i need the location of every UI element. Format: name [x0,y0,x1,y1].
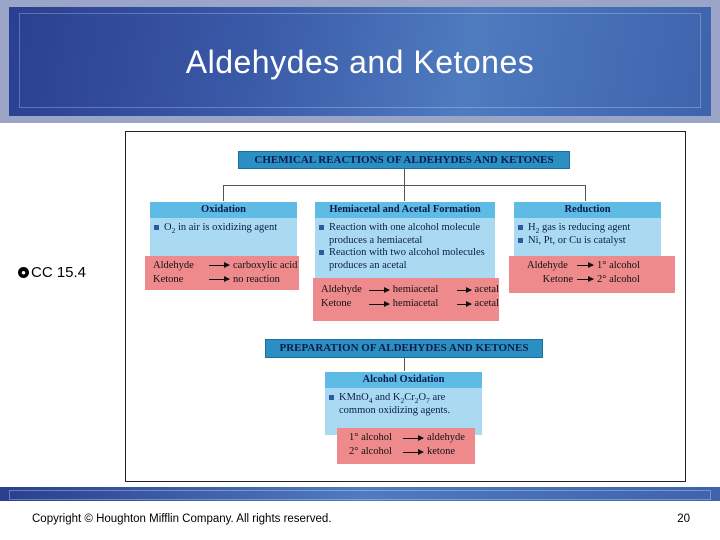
connector-line [404,358,405,371]
arrow-icon [209,262,230,269]
reactions-header: CHEMICAL REACTIONS OF ALDEHYDES AND KETO… [238,151,570,169]
arrow-icon [403,448,424,455]
footer-bar [0,487,720,501]
acetal-notes: Reaction with one alcohol molecule produ… [315,218,495,279]
arrow-icon [456,300,472,307]
arrow-icon [403,434,424,441]
arrow-icon [209,275,230,282]
arrow-icon [577,262,594,269]
bullet-square-icon [319,225,324,230]
alcohol-oxidation-head: Alcohol Oxidation [325,372,482,388]
arrow-icon [577,275,594,282]
oxidation-head: Oxidation [150,202,297,218]
bullet-icon: ● [18,267,29,278]
oxidation-note: O2 in air is oxidizing agent [150,218,297,256]
arrow-icon [456,286,472,293]
preparation-header: PREPARATION OF ALDEHYDES AND KETONES [265,339,543,358]
connector-line [585,185,586,201]
acetal-head: Hemiacetal and Acetal Formation [315,202,495,218]
bullet-square-icon [154,225,159,230]
bullet-square-icon [319,250,324,255]
title-banner [0,0,720,123]
copyright-text: Copyright © Houghton Mifflin Company. Al… [32,513,332,525]
arrow-icon [368,300,390,307]
page-number: 20 [677,513,690,525]
connector-line [404,169,405,185]
diagram-frame: CHEMICAL REACTIONS OF ALDEHYDES AND KETO… [125,131,686,482]
bullet-item: ● CC 15.4 [18,264,86,281]
arrow-icon [368,286,390,293]
bullet-square-icon [518,225,523,230]
slide-title: Aldehydes and Ketones [185,44,535,80]
bullet-square-icon [329,395,334,400]
alcohol-oxidation-note: KMnO4 and K2Cr2O7 are common oxidizing a… [325,388,482,435]
bullet-square-icon [518,237,523,243]
connector-line [404,185,405,201]
title-banner-panel [9,7,711,116]
connector-line [223,185,224,201]
reduction-notes: H2 gas is reducing agent Ni, Pt, or Cu i… [514,218,661,256]
reduction-head: Reduction [514,202,661,218]
bullet-text: CC 15.4 [31,264,87,281]
